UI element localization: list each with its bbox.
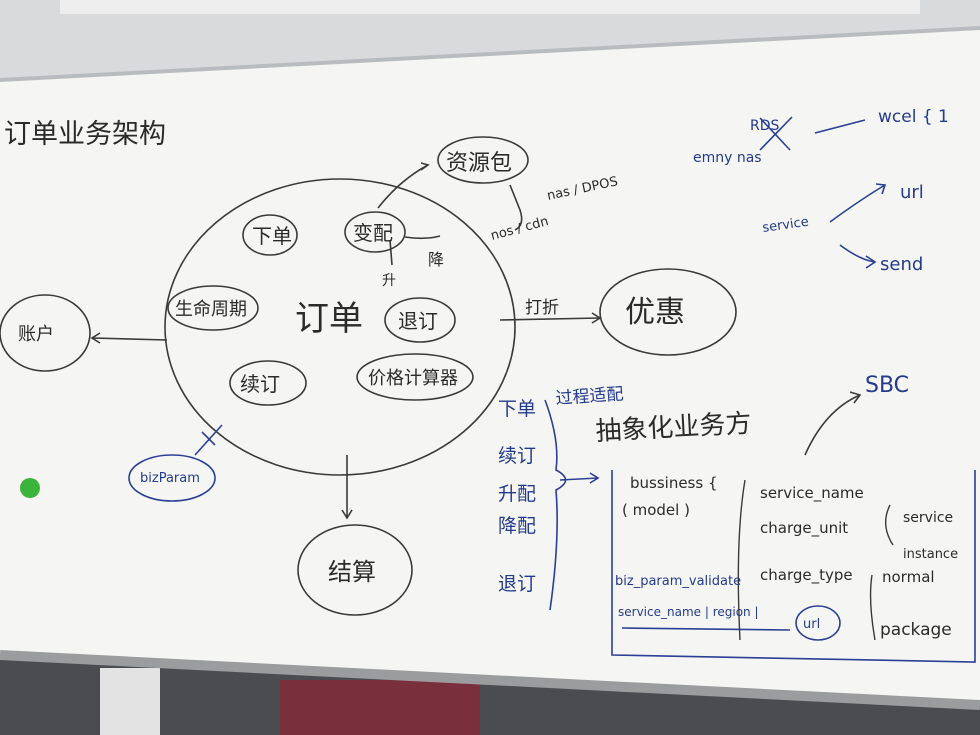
resource-package: 资源包 [446,151,512,176]
model-validate: biz_param_validate [615,574,741,589]
node-lifecycle: 生命周期 [175,299,247,320]
resource-package-ellipse [437,136,529,184]
model-model: ( model ) [622,501,690,519]
note-url: url [900,182,924,203]
field-package: package [880,620,952,640]
charge-type-normal: normal [882,568,935,586]
account-node: 账户 [18,324,54,345]
field-charge-unit: charge_unit [760,519,848,538]
node-unsubscribe-ellipse [384,297,456,343]
note-service: service [761,215,809,236]
order-circle [164,178,516,476]
green-magnet [20,478,40,498]
node-renew: 续订 [240,372,280,396]
account-ellipse [0,294,91,372]
board-title: 订单业务架构 [4,119,166,150]
node-price-calculator: 价格计算器 [368,368,458,389]
field-charge-type: charge_type [760,566,853,585]
action-unsubscribe: 退订 [498,573,536,595]
node-unsubscribe: 退订 [398,309,438,333]
note-process-adapt: 过程适配 [555,384,624,409]
note-sbc: SBC [865,373,909,398]
whiteboard-tray [0,650,980,710]
black-ink-shapes [0,136,862,616]
node-lifecycle-ellipse [167,285,259,331]
model-bussiness: bussiness { [630,474,718,492]
model-service-line: service_name | region | [618,605,759,619]
field-service-name: service_name [760,484,864,503]
note-emny-nas: emny nas [693,150,762,166]
node-place-order: 下单 [252,224,292,248]
bizparam-node: bizParam [140,471,200,486]
node-change-ellipse [344,211,406,253]
discount-edge-label: 打折 [525,298,559,318]
settlement-ellipse [297,524,413,616]
node-downgrade: 降 [428,250,444,269]
charge-unit-service: service [903,510,953,526]
blue-ink-shapes [128,116,976,663]
discount-ellipse [599,268,737,356]
node-change: 变配 [353,221,393,245]
action-place-order: 下单 [498,398,536,420]
ceiling-light [60,0,920,14]
node-upgrade: 升 [382,273,396,289]
note-wcel: wcel { 1 [878,107,949,127]
node-place-order-ellipse [242,214,298,256]
settlement-node: 结算 [328,558,376,586]
note-rds: RDS [750,118,780,134]
whiteboard-surface [0,28,980,705]
wall-panel [100,668,160,735]
note-send: send [880,254,923,275]
node-renew-ellipse [229,360,307,406]
node-price-ellipse [356,353,474,401]
action-downgrade: 降配 [498,515,536,537]
center-label: 订单 [295,299,363,339]
model-url: url [803,617,820,632]
action-renew: 续订 [498,445,536,467]
action-upgrade: 升配 [498,483,536,505]
charge-unit-instance: instance [903,547,958,562]
discount-node: 优惠 [625,295,685,330]
red-chair [280,680,480,735]
bizparam-ellipse [128,454,216,502]
